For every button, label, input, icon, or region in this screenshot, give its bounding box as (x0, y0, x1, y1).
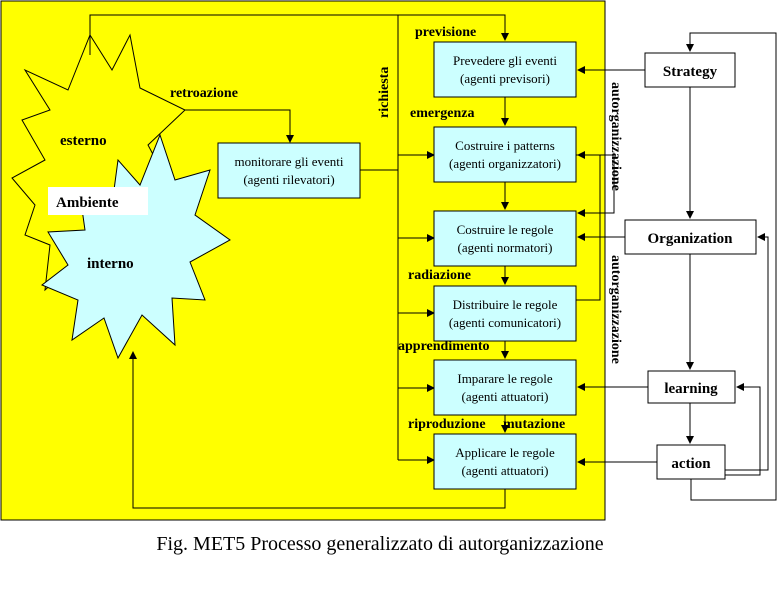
process-box-4: Distribuire le regole (agenti comunicato… (433, 285, 577, 342)
svg-text:(agenti previsori): (agenti previsori) (460, 71, 550, 86)
monitor-box (217, 142, 361, 199)
svg-text:learning: learning (664, 381, 718, 397)
environment-label-bg (48, 187, 148, 215)
svg-text:action: action (671, 456, 711, 472)
internal-label: interno (87, 256, 134, 272)
environment-label: Ambiente (56, 195, 119, 211)
svg-text:(agenti organizzatori): (agenti organizzatori) (449, 156, 561, 171)
outer-loop-1 (686, 32, 777, 501)
outer-loop-2 (725, 233, 769, 471)
svg-text:Imparare le regole: Imparare le regole (457, 371, 553, 386)
richiesta-label: richiesta (377, 67, 392, 118)
process-box-1: Prevedere gli eventi (agenti previsori) (433, 41, 577, 98)
process-box-2: Costruire i patterns (agenti organizzato… (433, 126, 577, 183)
action-box: action (656, 444, 726, 480)
riproduzione-label: riproduzione (408, 417, 486, 432)
svg-text:(agenti attuatori): (agenti attuatori) (462, 389, 549, 404)
emergenza-label: emergenza (410, 106, 475, 121)
autorganizzazione-label-2: autorganizzazione (608, 255, 623, 364)
retroazione-label: retroazione (170, 86, 238, 101)
process-box-6: Applicare le regole (agenti attuatori) (433, 433, 577, 490)
svg-text:Strategy: Strategy (663, 64, 718, 80)
previsione-label: previsione (415, 25, 476, 40)
figure-caption: Fig. MET5 Processo generalizzato di auto… (156, 533, 603, 555)
svg-text:Prevedere gli eventi: Prevedere gli eventi (453, 53, 557, 68)
svg-text:Distribuire le regole: Distribuire le regole (453, 297, 558, 312)
monitor-box-line2: (agenti rilevatori) (243, 172, 334, 187)
feedback-bottom-line (129, 351, 506, 509)
radiazione-label: radiazione (408, 268, 471, 283)
process-box-5: Imparare le regole (agenti attuatori) (433, 359, 577, 416)
apprendimento-label: apprendimento (398, 339, 490, 354)
learning-box: learning (647, 370, 736, 404)
external-label: esterno (60, 133, 107, 149)
outer-loop-3 (725, 383, 761, 476)
svg-text:Costruire le regole: Costruire le regole (457, 222, 554, 237)
svg-text:Costruire i patterns: Costruire i patterns (455, 138, 555, 153)
process-box-3: Costruire le regole (agenti normatori) (433, 210, 577, 267)
mutazione-label: mutazione (503, 417, 565, 432)
svg-text:(agenti comunicatori): (agenti comunicatori) (449, 315, 561, 330)
svg-text:Applicare le regole: Applicare le regole (455, 445, 555, 460)
loop-bottom (576, 151, 601, 301)
strategy-box: Strategy (644, 52, 736, 88)
svg-text:(agenti normatori): (agenti normatori) (458, 240, 553, 255)
svg-text:(agenti attuatori): (agenti attuatori) (462, 463, 549, 478)
autorganizzazione-label-1: autorganizzazione (608, 82, 623, 191)
svg-text:Organization: Organization (648, 231, 734, 247)
feedback-top-line (89, 14, 509, 55)
retroazione-line (185, 109, 294, 143)
organization-box: Organization (624, 219, 757, 255)
monitor-box-line1: monitorare gli eventi (234, 154, 343, 169)
